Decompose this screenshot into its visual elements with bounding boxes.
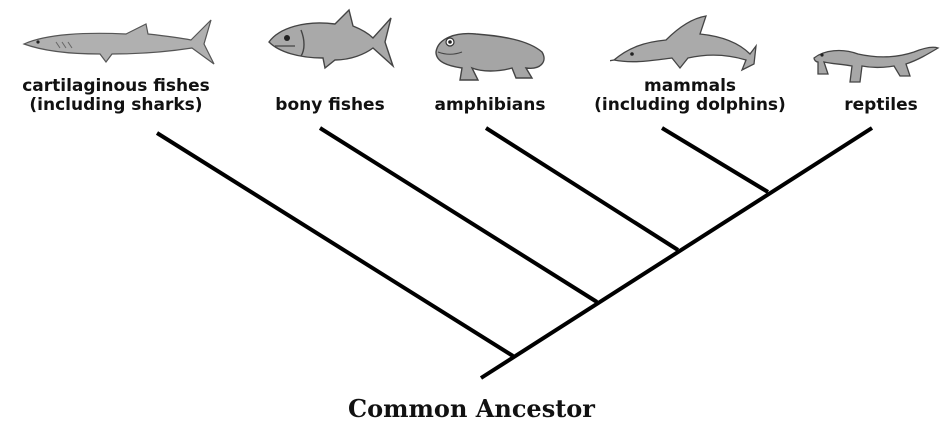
branch-bony-fishes <box>320 128 597 302</box>
branch-cartilaginous-fishes <box>157 133 513 356</box>
branch-mammals <box>662 128 768 192</box>
branch-amphibians <box>486 128 678 250</box>
root-label: Common Ancestor <box>0 394 943 423</box>
trunk-branch <box>481 128 872 378</box>
